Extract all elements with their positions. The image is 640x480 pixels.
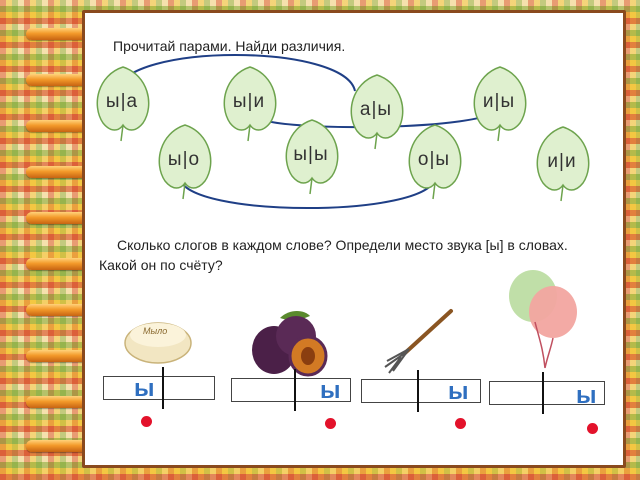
task2-question-line1: Сколько слогов в каждом слове? Определи … [117,237,568,253]
leaf-shape [473,66,527,142]
sound-letter: ы [576,382,597,409]
sound-position-dot [325,418,336,429]
leaf-letters: ы|о [167,149,201,170]
leaf-shape [350,74,404,150]
syllable-divider [294,369,296,411]
leaf-letters: и|и [547,151,577,172]
balloons-picture [505,268,585,383]
binder-ring [26,212,90,224]
sound-position-dot [587,423,598,434]
leaf-card: и|и [533,125,593,203]
leaf-card: ы|и [220,65,280,143]
sound-position-dot [455,418,466,429]
sound-letter: ы [320,377,341,404]
binder-ring [26,28,90,40]
binder-ring [26,304,90,316]
syllable-scheme-box: ы [361,370,481,412]
leaf-card: ы|ы [282,118,342,196]
sound-position-dot [141,416,152,427]
leaf-letters: ы|ы [293,144,329,165]
binder-ring [26,166,90,178]
syllable-scheme-box: ы [103,367,215,409]
leaf-card: ы|а [93,65,153,143]
leaf-card: ы|о [155,123,215,201]
leaf-letters: а|ы [359,99,393,120]
syllable-divider [417,370,419,412]
leaf-shape [96,66,150,142]
leaf-letters: ы|и [232,91,266,112]
soap-picture: Мыло [123,315,193,370]
worksheet-page: Прочитай парами. Найди различия. ы|а ы|и… [82,10,626,468]
task2-question-line2: Какой он по счёту? [99,257,223,273]
leaf-shape [158,124,212,200]
leaf-shape [408,124,462,200]
leaf-letters: о|ы [417,149,451,170]
pitchfork-picture [379,305,459,380]
binder-ring [26,74,90,86]
leaf-card: а|ы [347,73,407,151]
binder-ring [26,350,90,362]
soap-label: Мыло [143,326,168,336]
binder-ring [26,396,90,408]
binder-ring [26,120,90,132]
syllable-divider [542,372,544,414]
leaf-shape [223,66,277,142]
syllable-scheme-box: ы [489,372,605,414]
binder-ring [26,440,90,452]
arc-yo-oy [179,177,436,209]
binder-ring [26,258,90,270]
sound-letter: ы [448,378,469,405]
syllable-divider [162,367,164,409]
syllable-scheme-box: ы [231,369,351,411]
plums-picture [250,308,330,383]
sound-letter: ы [134,375,155,402]
task1-instruction: Прочитай парами. Найди различия. [113,38,346,54]
leaf-letters: и|ы [482,91,516,112]
leaf-letters: ы|а [105,91,139,112]
leaf-card: и|ы [470,65,530,143]
leaf-shape [285,119,339,195]
leaf-card: о|ы [405,123,465,201]
leaf-shape [536,126,590,202]
